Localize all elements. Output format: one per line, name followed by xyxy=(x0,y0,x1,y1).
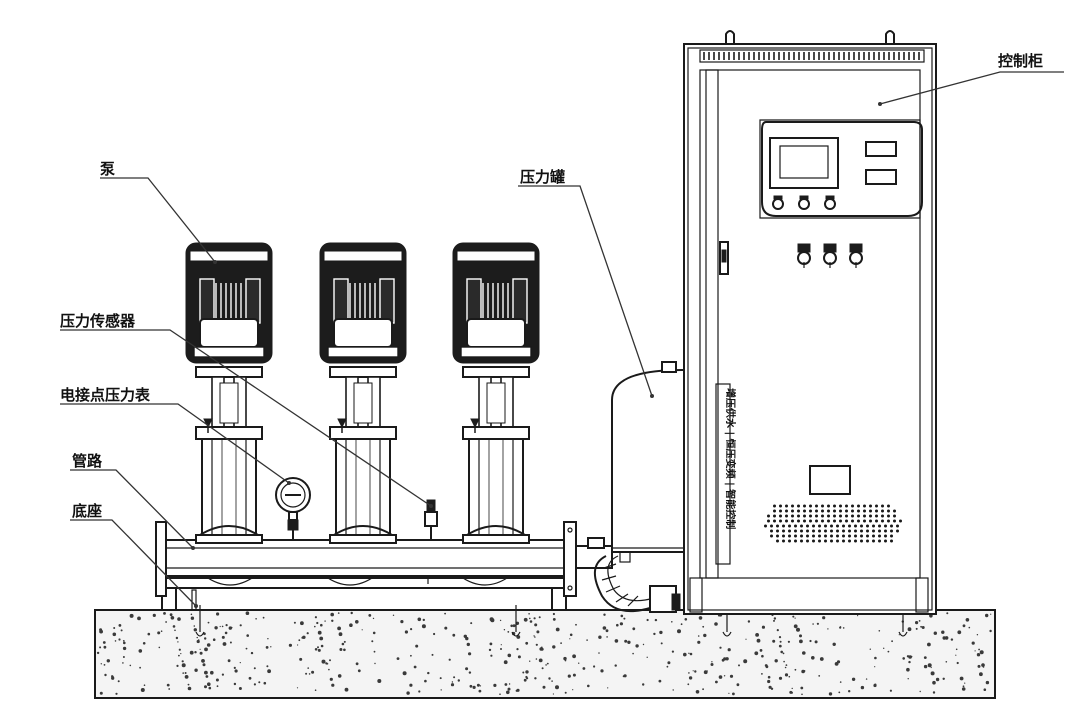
manifold-pipe xyxy=(155,521,613,597)
control-cabinet: 增压供水 | 恒压变频 | 智能控制 xyxy=(683,30,937,615)
label-base: 底座 xyxy=(72,502,102,520)
label-contact-gauge: 电接点压力表 xyxy=(60,386,151,404)
label-pressure-tank: 压力罐 xyxy=(520,168,565,186)
label-pump: 泵 xyxy=(100,160,115,178)
flex-hose xyxy=(594,555,681,613)
pump-2 xyxy=(319,242,407,544)
leader-lines xyxy=(60,71,1064,608)
pump-3 xyxy=(452,242,540,544)
pump-1 xyxy=(185,242,273,544)
base-frame xyxy=(161,577,575,611)
panel-vertical-text: 增压供水 | 恒压变频 | 智能控制 xyxy=(724,388,737,529)
contact-pressure-gauge xyxy=(275,477,311,540)
label-control-cabinet: 控制柜 xyxy=(998,52,1043,70)
label-pipeline: 管路 xyxy=(72,452,103,470)
pressure-tank xyxy=(611,361,685,563)
ventilation-grille xyxy=(764,504,902,543)
label-pressure-sensor: 压力传感器 xyxy=(60,312,136,330)
callout-labels: 泵 压力传感器 电接点压力表 管路 底座 压力罐 控制柜 xyxy=(60,52,1043,520)
concrete-foundation xyxy=(94,605,996,699)
